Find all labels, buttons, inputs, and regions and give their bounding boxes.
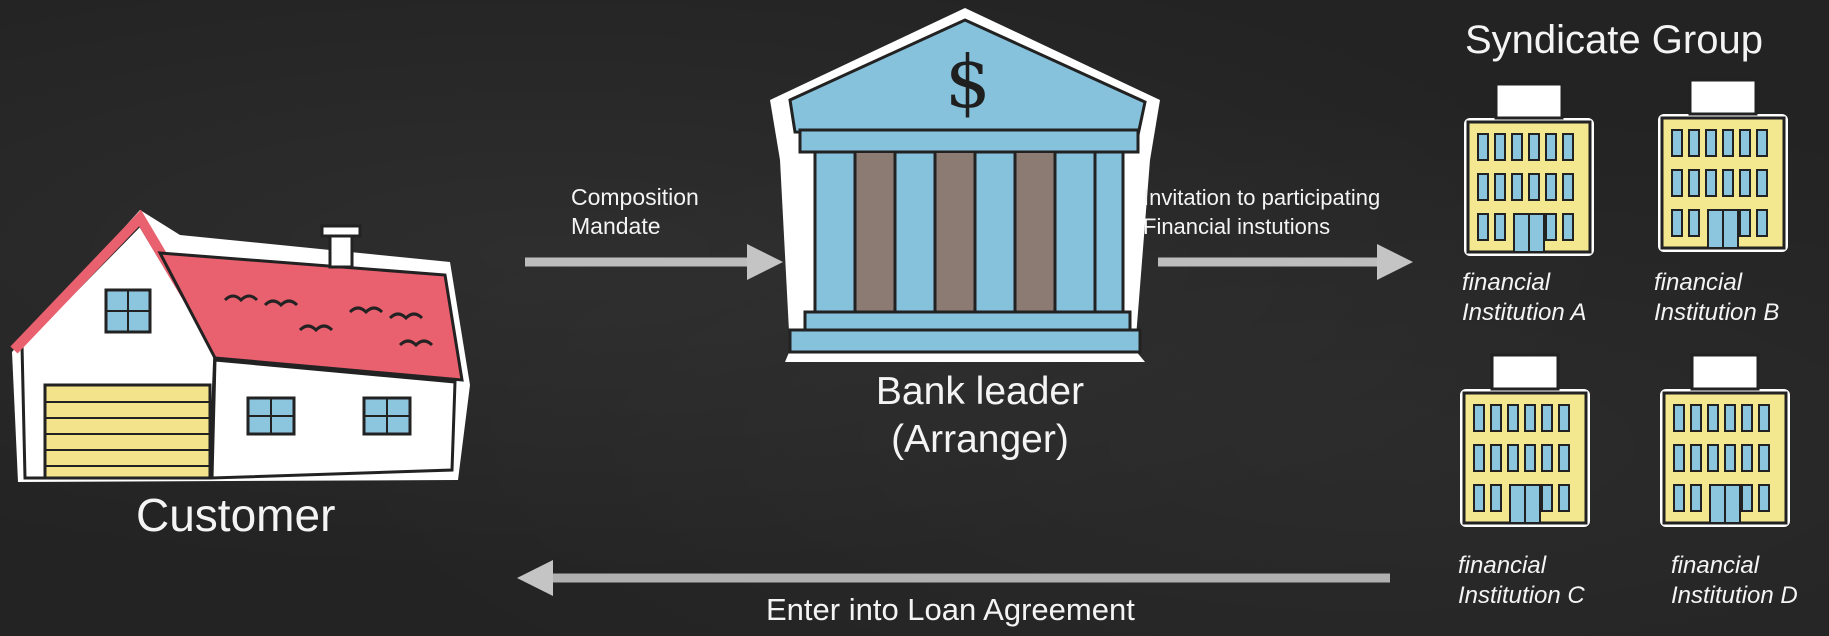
institution-d-label: financial Institution D [1671, 552, 1798, 609]
invitation-label: Invitation to participating Financial in… [1143, 185, 1381, 239]
institution-b-label: financial Institution B [1654, 269, 1780, 326]
bank-icon [770, 8, 1160, 362]
building-icon-b [1656, 78, 1790, 254]
composition-mandate-label: Composition Mandate [571, 184, 699, 239]
building-icon-a [1462, 82, 1596, 258]
institution-c-label: financial Institution C [1458, 552, 1585, 609]
building-icon-c [1458, 353, 1592, 529]
bank-leader-label: Bank leader (Arranger) [875, 370, 1085, 461]
loan-agreement-label: Enter into Loan Agreement [766, 592, 1135, 627]
building-icon-d [1658, 353, 1792, 529]
syndicate-group-title: Syndicate Group [1465, 18, 1763, 62]
house-icon [10, 209, 470, 482]
dollar-symbol: $ [945, 40, 991, 124]
institution-a-label: financial Institution A [1462, 269, 1587, 326]
customer-label: Customer [136, 489, 336, 541]
